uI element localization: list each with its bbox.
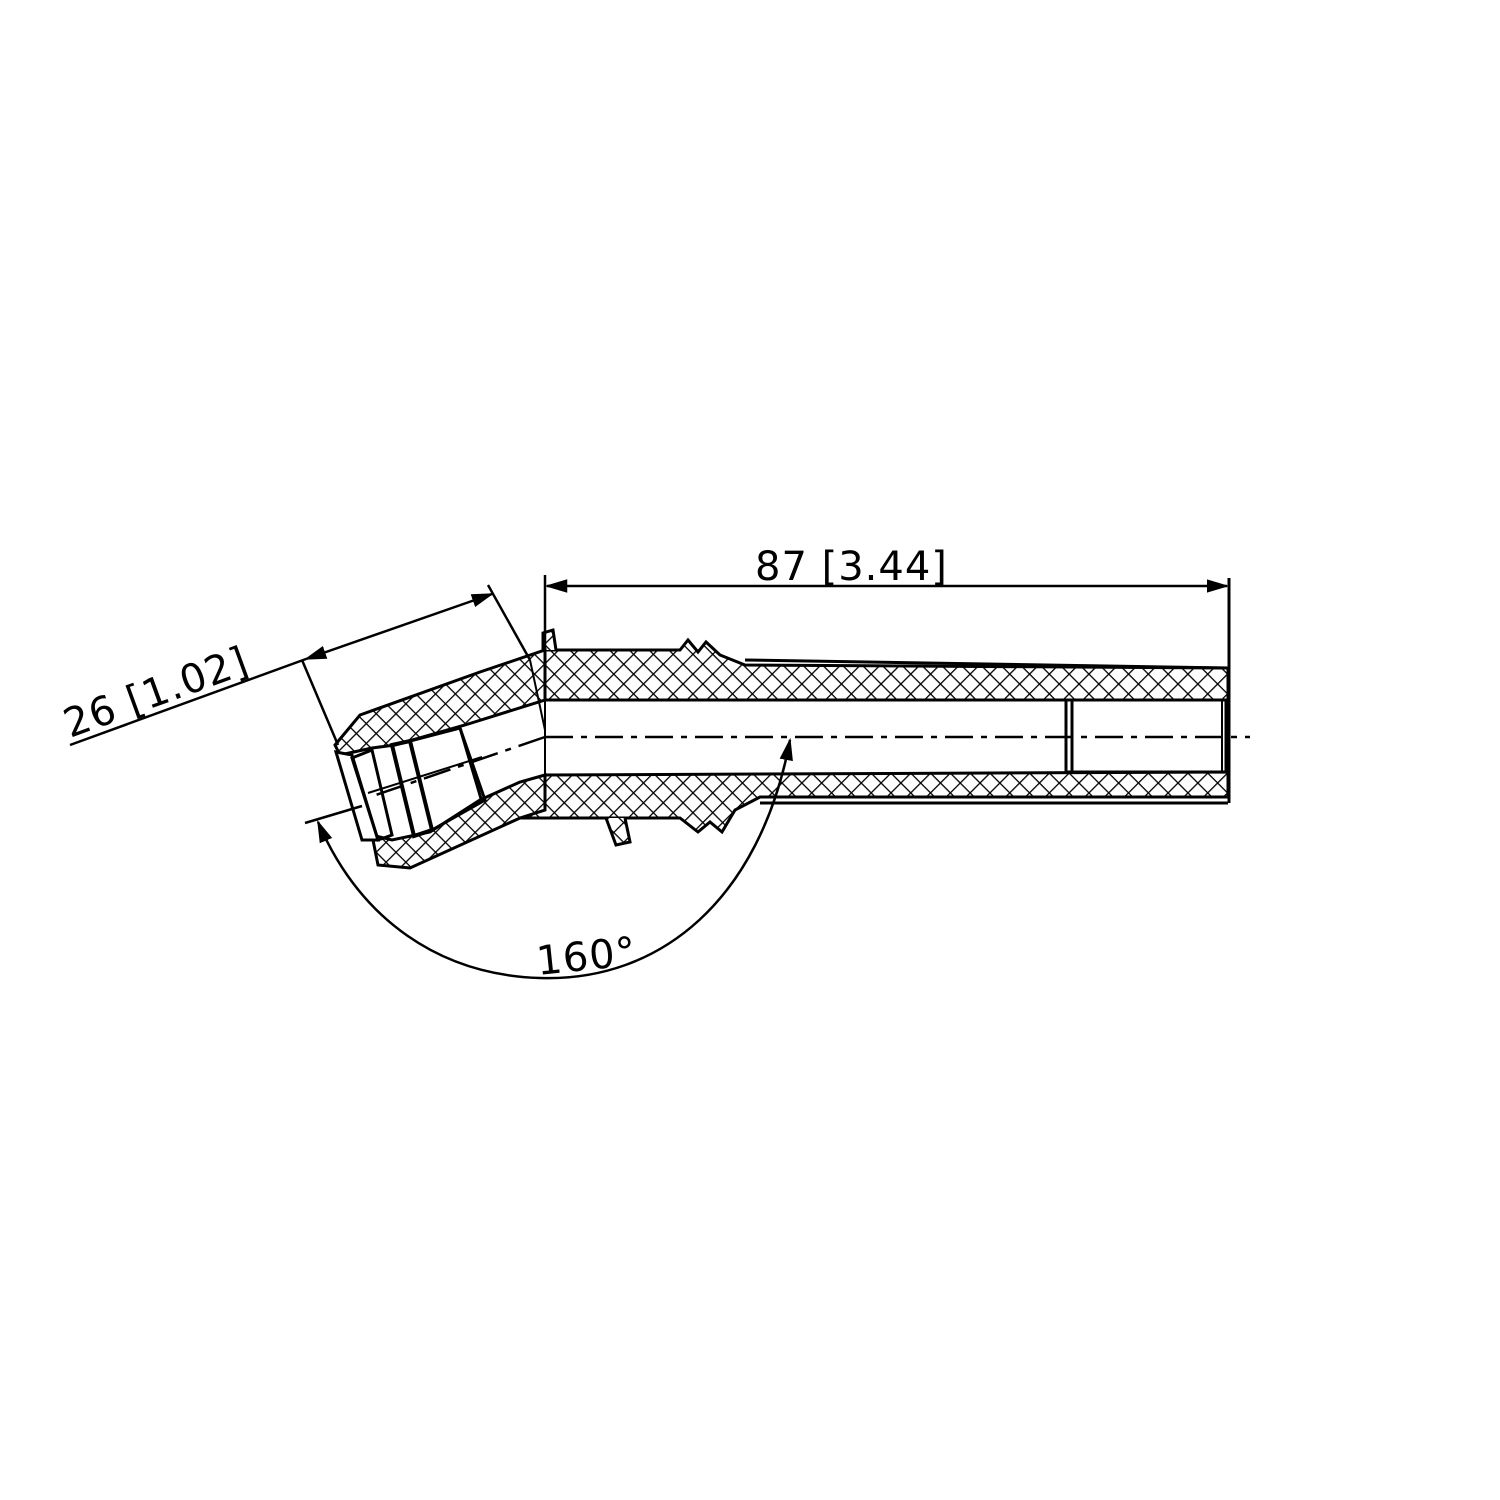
nose-end-face xyxy=(333,750,381,842)
dimension-bend-angle: 160° xyxy=(304,737,793,985)
nose-length-label: 26 [1.02] xyxy=(58,638,255,747)
nose-bottom-wall xyxy=(370,773,547,870)
nose-top-wall xyxy=(333,647,547,757)
angled-nose-section xyxy=(333,647,547,870)
bottom-tab xyxy=(604,817,632,847)
dimension-overall-length: 87 [3.44] xyxy=(543,544,1230,650)
top-wall-hatch xyxy=(543,637,1230,702)
bend-angle-label: 160° xyxy=(534,929,639,985)
straight-tube-section xyxy=(517,578,1231,847)
overall-length-label: 87 [3.44] xyxy=(755,544,948,590)
